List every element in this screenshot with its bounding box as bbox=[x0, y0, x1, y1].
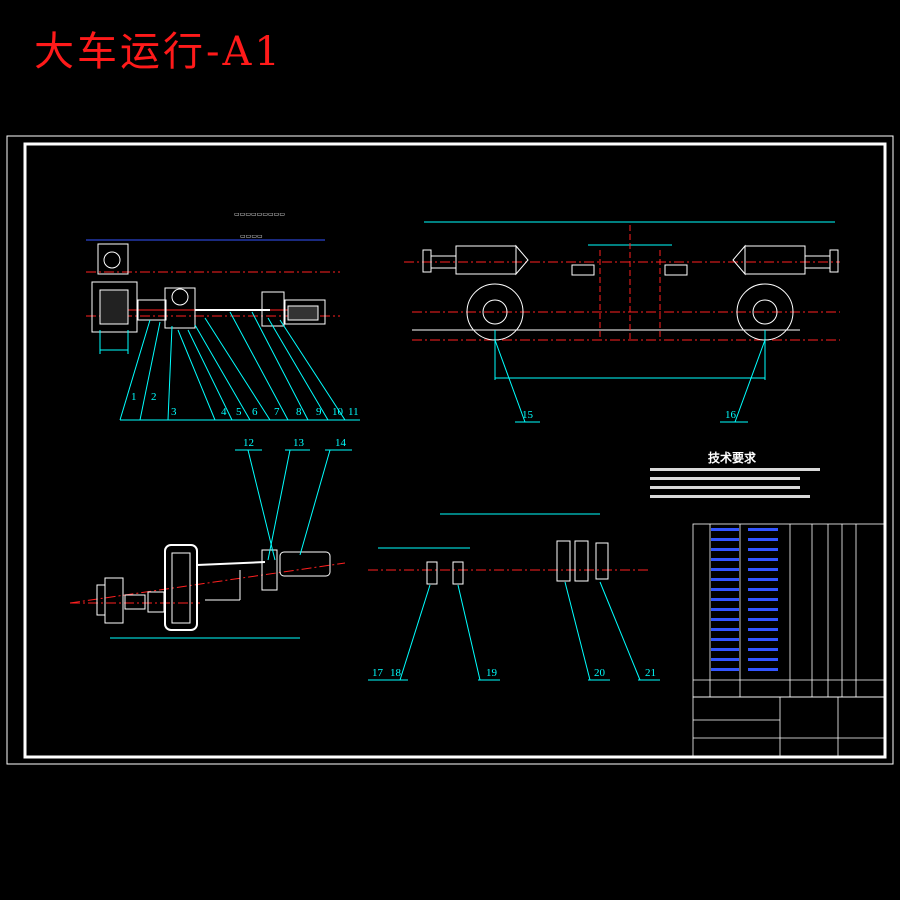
callout-3: 3 bbox=[171, 406, 177, 418]
callout-21: 21 bbox=[645, 667, 656, 679]
top-left-assembly-view: ▭▭▭▭▭▭▭▭▭ ▭▭▭▭ bbox=[86, 211, 360, 421]
technical-requirements-block: 技术要求 bbox=[650, 450, 820, 498]
drawing-title: 大车运行-A1 bbox=[34, 29, 283, 75]
callout-18: 18 bbox=[390, 667, 402, 679]
callout-4: 4 bbox=[221, 406, 227, 418]
callout-2: 2 bbox=[151, 391, 157, 403]
callout-5: 5 bbox=[236, 406, 242, 418]
callout-12: 12 bbox=[243, 437, 254, 449]
tech-requirements-heading: 技术要求 bbox=[708, 450, 757, 465]
parts-list-rows bbox=[711, 528, 778, 671]
callout-14: 14 bbox=[335, 437, 347, 449]
callout-15: 15 bbox=[522, 409, 534, 421]
callout-9: 9 bbox=[316, 406, 322, 418]
inner-border bbox=[23, 142, 887, 759]
callout-16: 16 bbox=[725, 409, 737, 421]
callout-7: 7 bbox=[274, 406, 280, 418]
callout-11: 11 bbox=[348, 406, 359, 418]
callout-20: 20 bbox=[594, 667, 606, 679]
callout-6: 6 bbox=[252, 406, 258, 418]
callout-8: 8 bbox=[296, 406, 302, 418]
view-caption: ▭▭▭▭▭▭▭▭▭ bbox=[234, 211, 285, 218]
middle-left-plan-view: 12 13 14 bbox=[69, 437, 352, 639]
callout-10: 10 bbox=[332, 406, 344, 418]
callout-13: 13 bbox=[293, 437, 305, 449]
callout-19: 19 bbox=[486, 667, 498, 679]
bottom-center-detail-view: 17 18 19 20 21 bbox=[368, 513, 660, 681]
outer-border bbox=[6, 135, 894, 765]
top-right-elevation-view: 15 16 bbox=[404, 221, 840, 423]
title-block bbox=[692, 696, 886, 758]
svg-text:▭▭▭▭: ▭▭▭▭ bbox=[240, 233, 263, 240]
callout-17: 17 bbox=[372, 667, 384, 679]
callout-1: 1 bbox=[131, 391, 137, 403]
